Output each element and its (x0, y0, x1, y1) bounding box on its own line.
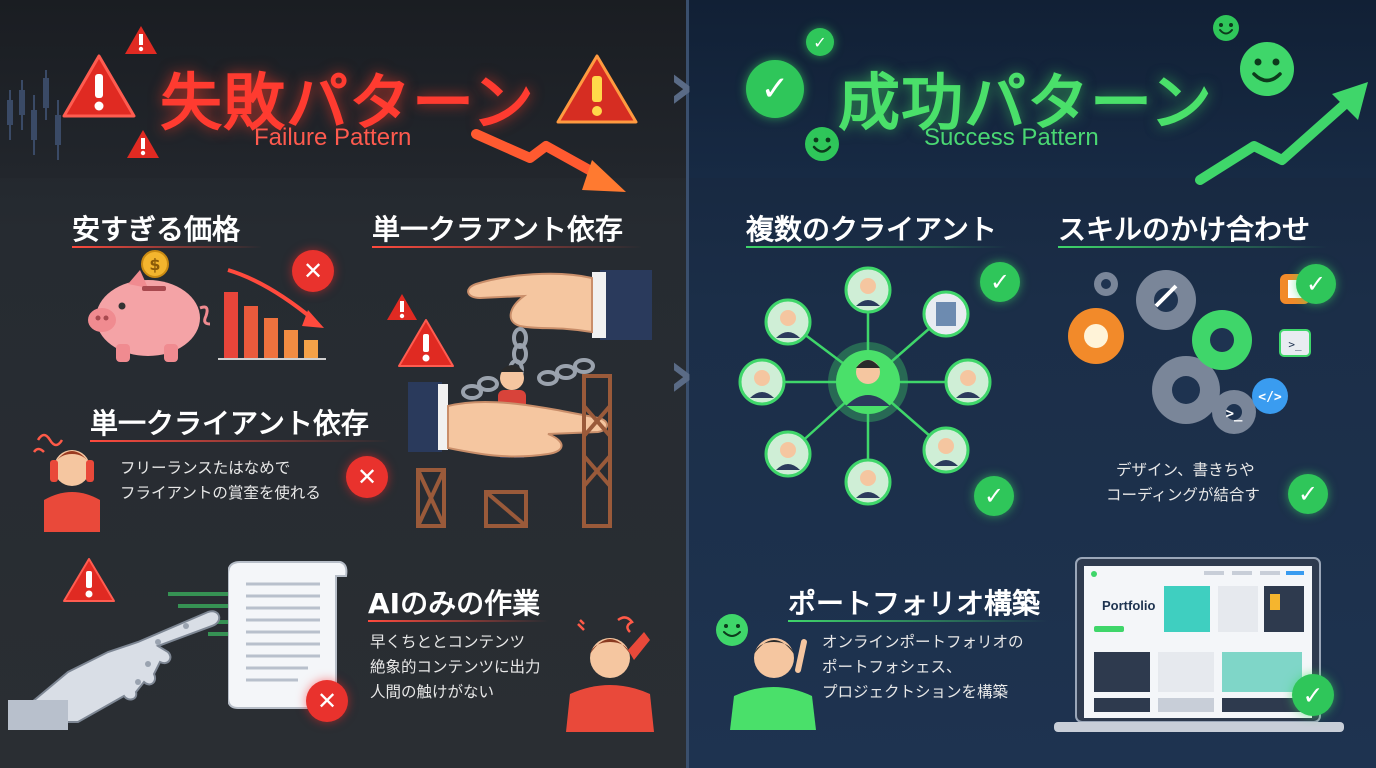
section-title-portfolio: ポートフォリオ構築 (788, 587, 1041, 620)
chevron-right-icon: › (668, 338, 695, 412)
svg-text:>_: >_ (1226, 406, 1243, 422)
section-underline (746, 246, 1008, 248)
smiley-icon (1213, 15, 1239, 41)
warning-icon (387, 294, 417, 320)
section-title-cheap-price: 安すぎる価格 (72, 213, 241, 246)
svg-text:>_: >_ (1288, 338, 1302, 351)
piggy-bank-icon: $ (88, 250, 211, 362)
happy-person-icon (716, 614, 816, 730)
warning-icon (63, 558, 115, 602)
warning-icon (62, 54, 136, 118)
warning-icon (556, 54, 638, 124)
check-icon: ✓ (806, 28, 834, 56)
section-underline (90, 440, 390, 442)
panel-divider (686, 0, 689, 768)
check-icon: ✓ (1292, 674, 1334, 716)
client-network-icon (738, 266, 992, 506)
check-icon: ✓ (1296, 264, 1336, 304)
ai-only-line-2: 絶象的コンテンツに出力 (370, 658, 541, 676)
svg-text:</>: </> (1258, 390, 1282, 405)
robot-hand-icon (8, 592, 248, 730)
section-underline (368, 620, 548, 622)
check-icon: ✓ (980, 262, 1020, 302)
gears-icon: >_ >_ </> (1068, 270, 1311, 434)
failure-x-icon: ✕ (346, 456, 388, 498)
success-title: 成功パターン (838, 66, 1213, 139)
rising-arrow-icon (1195, 82, 1368, 185)
warning-icon (125, 26, 157, 54)
stressed-person-icon (32, 433, 100, 532)
hand-chain-puppet-icon (408, 270, 652, 528)
warning-icon (127, 130, 159, 158)
declining-bar-chart-icon (218, 268, 326, 360)
smiley-icon (805, 127, 839, 161)
skill-combo-line-2: コーディングが結合す (1106, 486, 1260, 504)
smiley-icon (1240, 42, 1294, 96)
failure-subtitle: Failure Pattern (254, 124, 412, 151)
portfolio-line-1: オンラインポートフォリオの (822, 633, 1024, 651)
failure-x-icon: ✕ (292, 250, 334, 292)
failure-panel: 失敗パターン Failure Pattern 安すぎる価格 $ ✕ 単一クラアン (0, 0, 688, 768)
single-client-line-1: フリーランスたはなめで (120, 459, 291, 477)
falling-arrow-icon (471, 129, 626, 192)
svg-text:$: $ (149, 255, 160, 274)
success-panel: ✓ ✓ 成功パターン Success Pattern 複数のクライアント (688, 0, 1376, 768)
section-underline (788, 620, 1048, 622)
portfolio-line-2: ポートフォシェス、 (822, 658, 962, 676)
portfolio-screen-label: Portfolio (1102, 598, 1156, 613)
skill-combo-line-1: デザイン、書きちや (1116, 461, 1255, 479)
section-underline (372, 246, 642, 248)
single-client-line-2: フライアントの賞奎を使れる (120, 484, 321, 502)
section-underline (72, 246, 262, 248)
failure-x-icon: ✕ (306, 680, 348, 722)
failure-title: 失敗パターン (160, 66, 535, 139)
section-title-single-client-top: 単一クラアント依存 (372, 213, 623, 246)
warning-icon (398, 319, 454, 367)
section-title-single-client: 単一クライアント依存 (90, 407, 369, 440)
portfolio-line-3: プロジェクトションを構築 (822, 683, 1009, 701)
candlestick-background-icon (7, 70, 61, 160)
chevron-right-icon: › (668, 50, 695, 124)
success-header: ✓ ✓ 成功パターン Success Pattern (688, 0, 1376, 185)
document-scroll-icon (228, 561, 348, 709)
ai-only-line-1: 早くちととコンテンツ (370, 633, 526, 651)
check-icon: ✓ (1288, 474, 1328, 514)
laptop-icon (1054, 557, 1344, 732)
failure-header: 失敗パターン Failure Pattern (0, 0, 688, 192)
success-subtitle: Success Pattern (924, 124, 1099, 151)
check-icon: ✓ (746, 60, 804, 118)
section-title-multi-client: 複数のクライアント (746, 213, 997, 246)
section-underline (1058, 246, 1328, 248)
section-title-ai-only: AIのみの作業 (368, 587, 541, 620)
section-title-skill-combo: スキルのかけ合わせ (1058, 213, 1311, 246)
ai-only-line-3: 人間の触けがない (370, 683, 495, 701)
check-icon: ✓ (974, 476, 1014, 516)
worried-person-icon (566, 616, 654, 732)
